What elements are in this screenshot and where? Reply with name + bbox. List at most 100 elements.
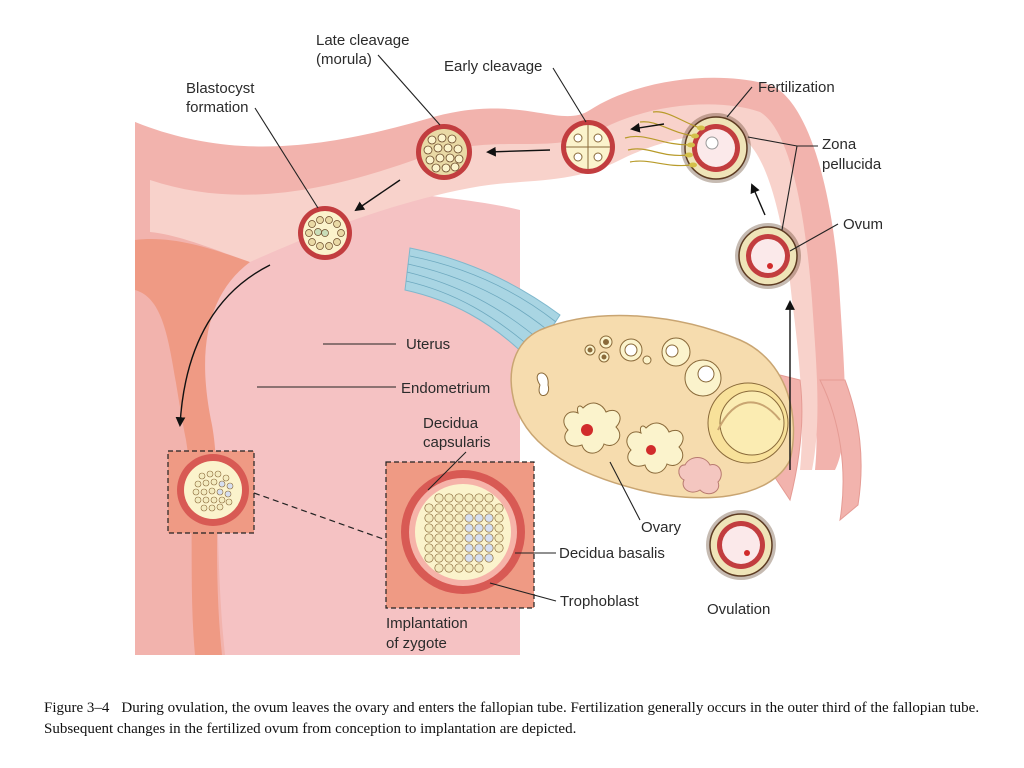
tube-lumen: [150, 104, 818, 471]
inset-cell: [484, 503, 494, 513]
inset-cell: [424, 503, 434, 513]
blastocyst-cell: [298, 206, 352, 260]
caption-text: During ovulation, the ovum leaves the ov…: [44, 700, 980, 737]
inset-cell: [474, 543, 484, 553]
inset-cell: [444, 513, 454, 523]
inset-cell: [484, 493, 494, 503]
inset-cell: [484, 513, 494, 523]
inset-cell: [424, 553, 434, 563]
label-zona: Zona: [822, 136, 857, 153]
ovulation-ovum: [706, 510, 776, 580]
label-pellucida: pellucida: [822, 156, 882, 173]
label-late-cleavage: Late cleavage: [316, 32, 409, 49]
inset-cell: [494, 533, 504, 543]
label-fertilization: Fertilization: [758, 79, 835, 96]
label-early-cleavage: Early cleavage: [444, 58, 542, 75]
sperm-heads: [685, 125, 705, 168]
inset-cell: [464, 543, 474, 553]
label-ovum: Ovum: [843, 216, 883, 233]
inset-cell: [424, 543, 434, 553]
label-decidua: Decidua: [423, 415, 479, 432]
corpus-luteum-2: [626, 422, 684, 474]
inset-cell: [424, 533, 434, 543]
label-decidua-basalis: Decidua basalis: [559, 545, 665, 562]
inset-cell: [484, 523, 494, 533]
inset-cell: [454, 533, 464, 543]
inset-cell: [434, 523, 444, 533]
inset-cell: [474, 533, 484, 543]
inset-cell: [474, 493, 484, 503]
inset-cell: [434, 563, 444, 573]
inset-cell: [454, 543, 464, 553]
label-of-zygote: of zygote: [386, 635, 447, 652]
inset-cell: [444, 493, 454, 503]
inset-connector: [253, 492, 387, 541]
label-implantation: Implantation: [386, 615, 468, 632]
inset-cell: [484, 543, 494, 553]
inset-cell: [464, 533, 474, 543]
movement-arrows: [175, 122, 795, 470]
inset-cell: [494, 513, 504, 523]
inset-cell: [454, 523, 464, 533]
corpus-albicans: [678, 457, 722, 495]
ovary-follicles: [536, 335, 789, 464]
inset-cell: [464, 553, 474, 563]
inset-cell: [444, 543, 454, 553]
ligament-fibers: [405, 255, 557, 353]
corpus-luteum-1: [563, 402, 621, 454]
inset-cell: [464, 493, 474, 503]
inset-cell: [424, 523, 434, 533]
label-endometrium: Endometrium: [401, 380, 490, 397]
inset-cell: [464, 513, 474, 523]
inset-cell: [474, 563, 484, 573]
inset-cell: [484, 553, 494, 563]
inset-cell: [434, 493, 444, 503]
fertilized-ovum: [624, 111, 751, 183]
label-capsularis: capsularis: [423, 434, 491, 451]
inset-cell: [444, 563, 454, 573]
inset-cell: [464, 563, 474, 573]
inset-cell: [484, 533, 494, 543]
label-ovary: Ovary: [641, 519, 682, 536]
leader-lines: [254, 54, 839, 602]
label-morula: (morula): [316, 51, 372, 68]
label-blastocyst: Blastocyst: [186, 80, 255, 97]
implantation-small-frame: [167, 450, 255, 534]
figure-number: Figure 3–4: [44, 700, 110, 716]
sperm: [624, 111, 701, 167]
inset-cell: [474, 523, 484, 533]
inset-cell: [434, 543, 444, 553]
inset-cell: [474, 553, 484, 563]
implantation-inset-frame: [385, 461, 535, 609]
ovum-in-tube: [735, 223, 801, 289]
inset-cell: [424, 513, 434, 523]
inset-cell: [454, 513, 464, 523]
inset-cell: [434, 533, 444, 543]
inset-cell: [444, 523, 454, 533]
inset-cell: [444, 533, 454, 543]
diagram-labels: Late cleavage (morula) Early cleavage Fe…: [186, 32, 883, 652]
inset-cell: [454, 493, 464, 503]
inset-cell: [434, 503, 444, 513]
implantation-inset: [386, 462, 534, 608]
implantation-small: [168, 451, 254, 533]
label-trophoblast: Trophoblast: [560, 593, 639, 610]
inset-cell: [464, 523, 474, 533]
inset-cell: [494, 543, 504, 553]
inset-cell: [494, 503, 504, 513]
inset-cell: [494, 523, 504, 533]
inset-cell: [454, 503, 464, 513]
label-ovulation: Ovulation: [707, 601, 770, 618]
inset-cell: [444, 553, 454, 563]
inset-cell: [454, 563, 464, 573]
inset-cell: [474, 503, 484, 513]
label-uterus: Uterus: [406, 336, 450, 353]
inset-cell: [434, 553, 444, 563]
fimbriae-right: [819, 379, 862, 522]
inset-cell: [454, 553, 464, 563]
morula-cell: [416, 124, 472, 180]
inset-cell: [474, 513, 484, 523]
inset-cell: [444, 503, 454, 513]
